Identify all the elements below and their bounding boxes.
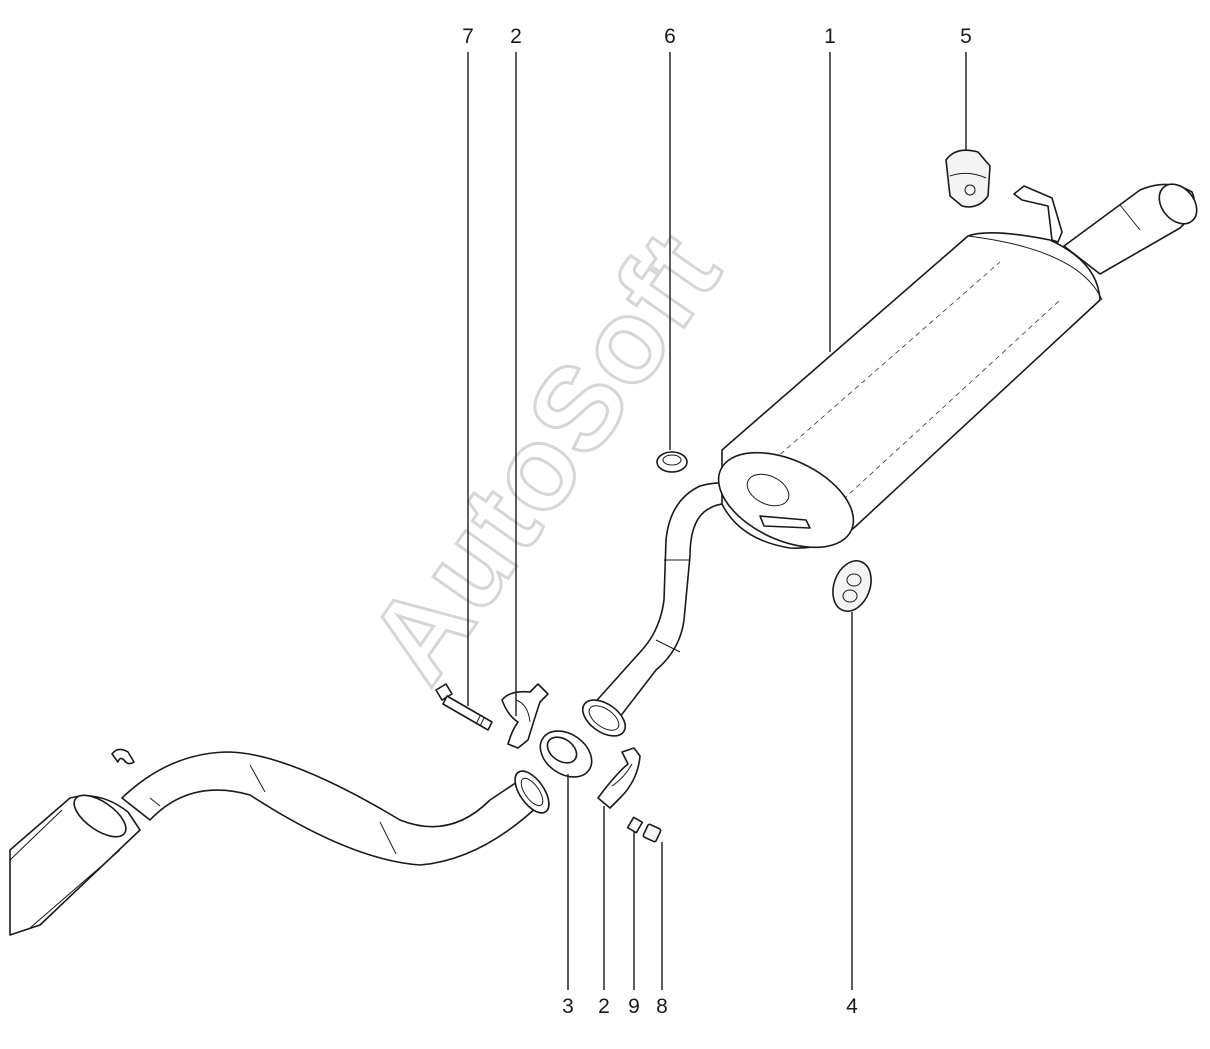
callout-3: 3 — [562, 995, 574, 1018]
callout-5: 5 — [960, 25, 972, 48]
part-8-nut — [642, 823, 662, 843]
front-exhaust-pipe — [9, 748, 550, 936]
part-5-rubber-hanger — [945, 149, 991, 208]
callout-numbers: 7 2 6 1 5 3 2 9 8 4 — [462, 25, 972, 1018]
part-4-rubber-mount — [832, 560, 872, 612]
part-3-gasket-ring — [539, 730, 593, 778]
callout-7: 7 — [462, 25, 474, 48]
callout-4: 4 — [846, 995, 858, 1018]
watermark-text: AutoSoft — [343, 208, 746, 705]
callout-2-bottom: 2 — [598, 995, 610, 1018]
part-2-clamp-lower — [597, 747, 641, 809]
part-9-nut — [626, 816, 644, 834]
part-1-rear-muffler — [581, 183, 1198, 737]
callout-8: 8 — [656, 995, 668, 1018]
part-6-rubber-plug — [656, 451, 688, 473]
callout-1: 1 — [824, 25, 836, 48]
part-7-bolt — [435, 683, 493, 731]
callout-9: 9 — [628, 995, 640, 1018]
callout-6: 6 — [664, 25, 676, 48]
part-2-clamp-upper — [501, 683, 549, 749]
leader-lines — [467, 52, 967, 990]
callout-2-top: 2 — [510, 25, 522, 48]
